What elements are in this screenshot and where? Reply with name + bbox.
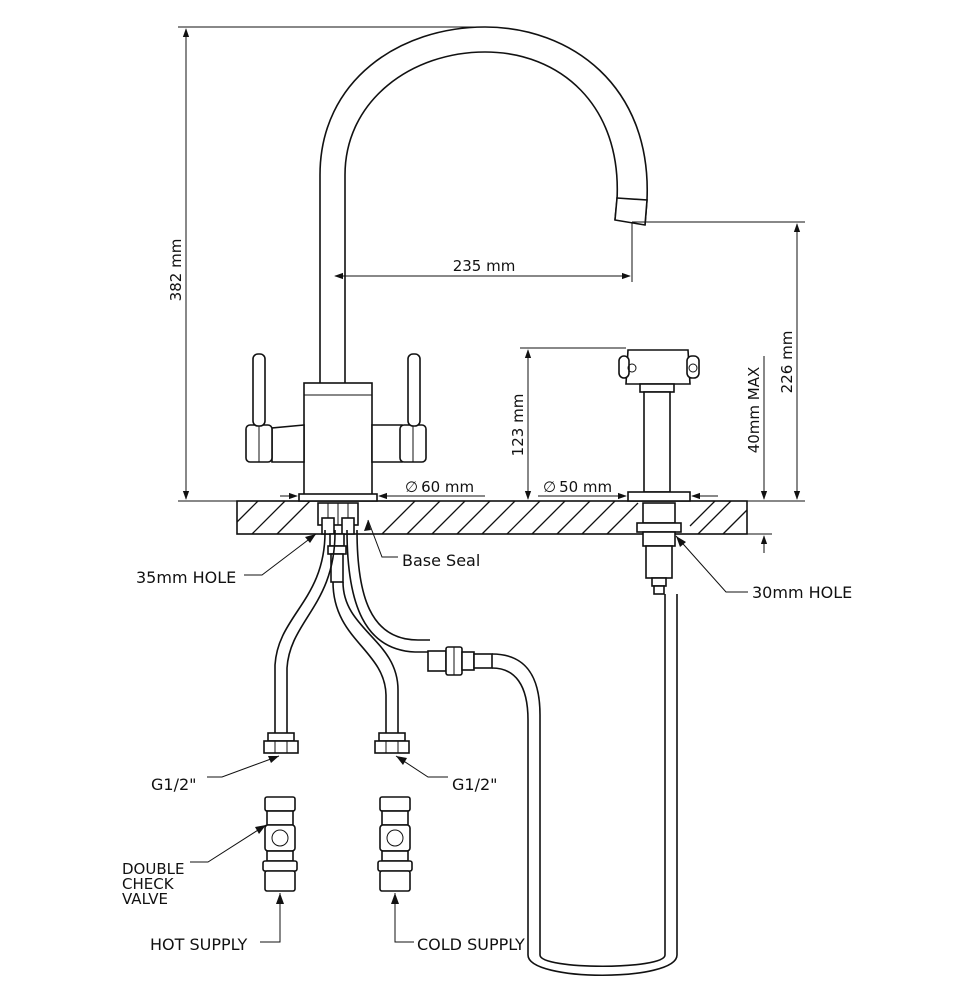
dimension-spray-base-diameter: ∅50 mm (538, 478, 718, 500)
tap-under-counter-fixing (317, 502, 359, 583)
svg-text:∅60 mm: ∅60 mm (405, 478, 474, 496)
label-spray-base-diameter: 50 mm (559, 478, 612, 496)
callout-connector-left: G1/2" (151, 755, 280, 794)
label-connector-left: G1/2" (151, 775, 197, 794)
connector-right (374, 732, 410, 754)
spout-outlet (614, 197, 648, 226)
label-spray-hole: 30mm HOLE (752, 583, 852, 602)
spout-outer (319, 26, 648, 383)
tap-base-plate (298, 493, 378, 502)
label-connector-right: G1/2" (452, 775, 498, 794)
dimension-spout-reach: 235 mm (334, 222, 633, 282)
diameter-symbol-50: ∅ (543, 478, 556, 496)
tap-body (245, 26, 648, 502)
tap-main-body (303, 382, 373, 496)
dimension-spray-height: 123 mm (509, 347, 626, 500)
label-spray-height: 123 mm (509, 394, 527, 457)
label-valve-line-2: CHECK (122, 875, 175, 893)
diameter-symbol-60: ∅ (405, 478, 418, 496)
label-valve-line-3: VALVE (122, 890, 168, 908)
right-lever-handle (371, 353, 427, 463)
callout-tap-hole: 35mm HOLE (136, 533, 317, 587)
label-worktop-thickness: 40mm MAX (745, 367, 763, 454)
callout-connector-right: G1/2" (395, 755, 498, 794)
dimension-worktop-thickness: 40mm MAX (745, 356, 772, 553)
label-tap-base-diameter: 60 mm (421, 478, 474, 496)
callout-cold-supply: COLD SUPPLY (391, 893, 525, 954)
label-tap-hole: 35mm HOLE (136, 568, 236, 587)
svg-text:∅50 mm: ∅50 mm (543, 478, 612, 496)
left-lever-handle (245, 353, 305, 463)
label-base-seal: Base Seal (402, 551, 480, 570)
flexible-hoses (274, 529, 430, 738)
hot-double-check-valve (262, 796, 298, 892)
callout-double-check-valve: DOUBLE CHECK VALVE (122, 824, 267, 908)
dimension-overall-height: 382 mm (167, 26, 485, 502)
spray-hose-coupling (427, 646, 493, 676)
callout-spray-hole: 30mm HOLE (675, 535, 852, 602)
callout-hot-supply: HOT SUPPLY (150, 893, 284, 954)
dimension-spout-height: 226 mm (632, 221, 805, 502)
worktop-hatching (236, 500, 748, 535)
cold-double-check-valve (377, 796, 413, 892)
label-hot-supply: HOT SUPPLY (150, 935, 247, 954)
label-cold-supply: COLD SUPPLY (417, 935, 525, 954)
connector-left (263, 732, 299, 754)
callout-base-seal: Base Seal (364, 519, 480, 570)
label-spout-height: 226 mm (778, 331, 796, 394)
label-valve-line-1: DOUBLE (122, 860, 184, 878)
label-overall-height: 382 mm (167, 239, 185, 302)
side-spray (618, 349, 700, 595)
dimension-tap-base-diameter: ∅60 mm (280, 478, 485, 500)
spout-inner (344, 51, 618, 383)
spray-hose (491, 594, 678, 976)
label-spout-reach: 235 mm (453, 257, 516, 275)
